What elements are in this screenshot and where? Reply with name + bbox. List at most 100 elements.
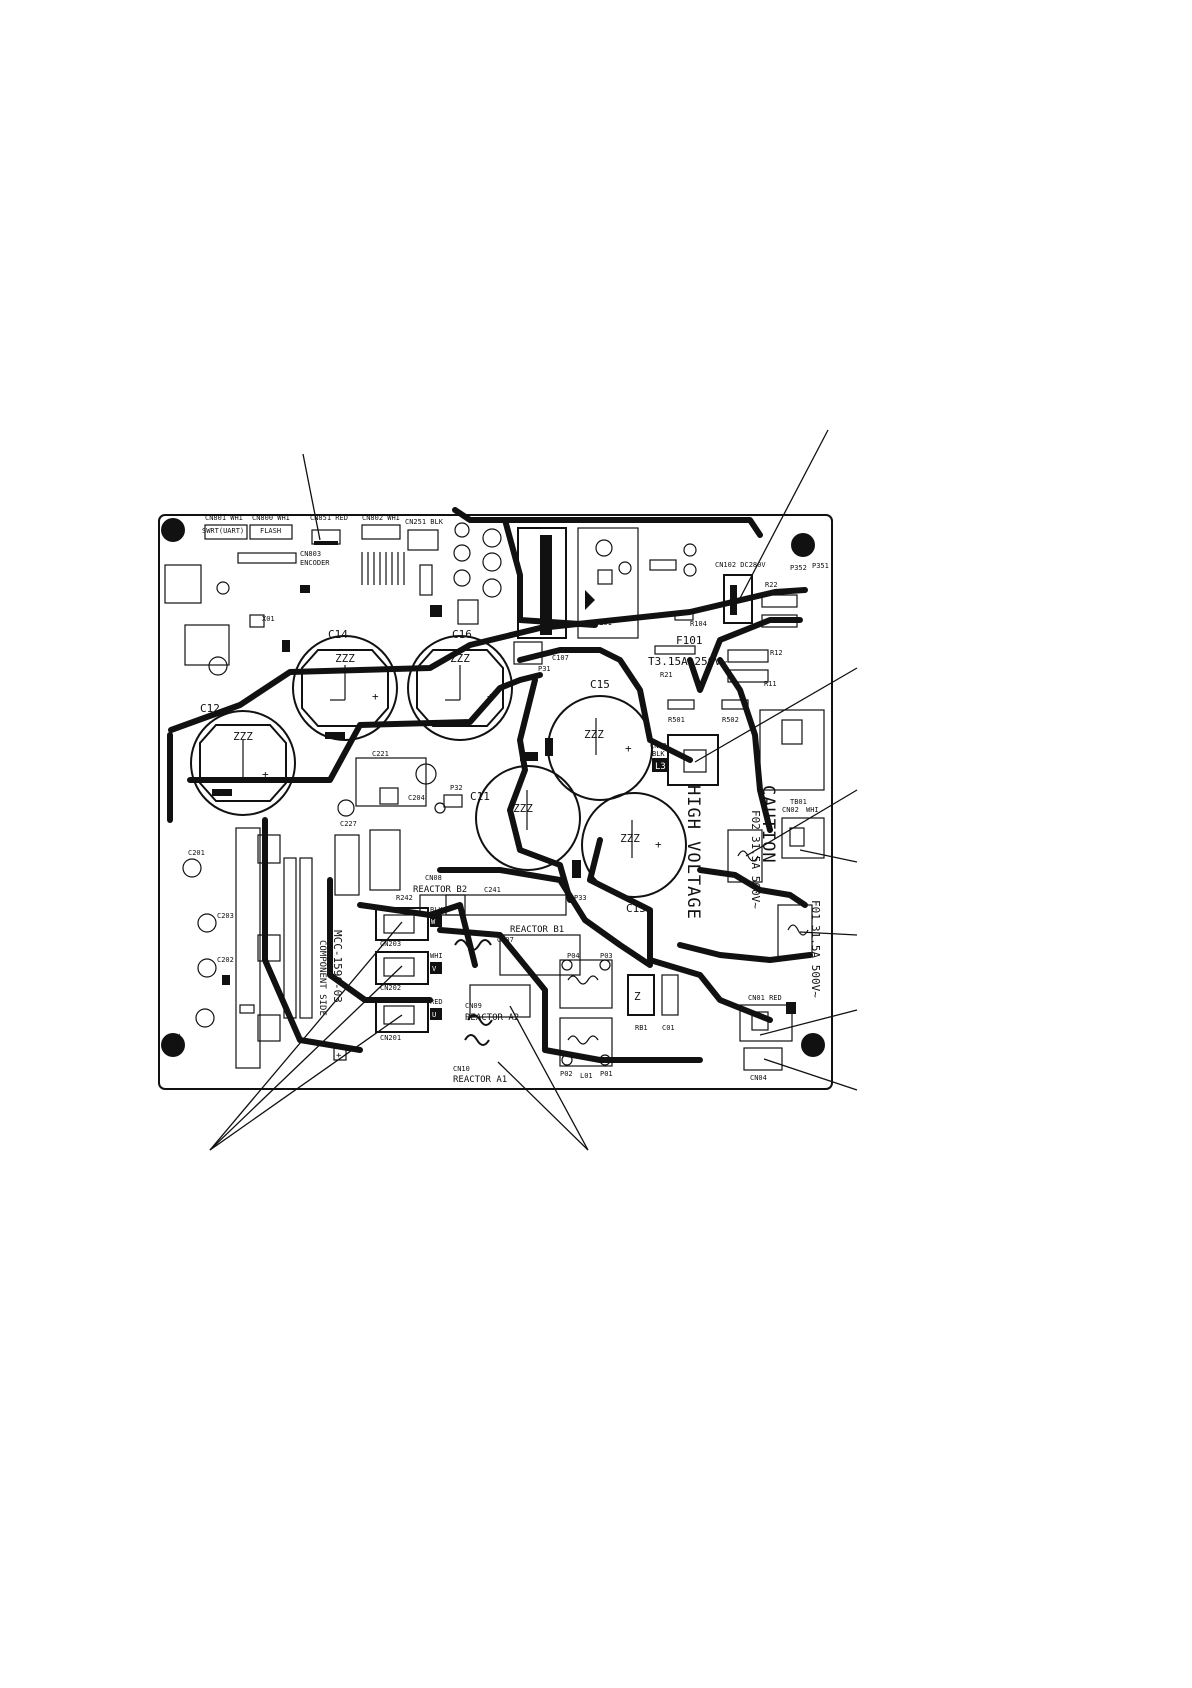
svg-text:REACTOR B1: REACTOR B1 bbox=[510, 925, 564, 935]
svg-text:FLASH: FLASH bbox=[260, 527, 281, 535]
capacitor-pads bbox=[212, 732, 581, 878]
connector-cn01: CN01 RED bbox=[739, 994, 796, 1042]
svg-text:TB01: TB01 bbox=[790, 798, 807, 806]
svg-text:CN10: CN10 bbox=[453, 1065, 470, 1073]
svg-text:P01: P01 bbox=[600, 1070, 613, 1078]
svg-text:P33: P33 bbox=[574, 894, 587, 902]
motor-connector-cn203: W BLK CN203 bbox=[375, 906, 443, 948]
svg-text:WHI: WHI bbox=[806, 806, 819, 814]
reactor-a2: REACTOR A2 CN09 bbox=[465, 984, 531, 1023]
svg-text:CN801 WHI: CN801 WHI bbox=[205, 514, 243, 522]
motor-connector-cn202: V WHI CN202 bbox=[375, 951, 443, 992]
reactor-b2: REACTOR B2 CN08 bbox=[413, 874, 467, 916]
svg-text:C227: C227 bbox=[340, 820, 357, 828]
label-c11: C11 bbox=[470, 790, 490, 803]
svg-text:+: + bbox=[372, 690, 379, 703]
svg-text:U: U bbox=[432, 1011, 436, 1019]
connector-cn04: CN04 bbox=[743, 1047, 783, 1082]
svg-text:R104: R104 bbox=[690, 620, 707, 628]
svg-text:RED: RED bbox=[430, 998, 443, 1006]
reactor-a1: REACTOR A1 CN10 bbox=[453, 1065, 507, 1085]
svg-text:ENCODER: ENCODER bbox=[300, 559, 330, 567]
svg-text:V: V bbox=[432, 965, 437, 973]
svg-text:T3.15A 250V~: T3.15A 250V~ bbox=[648, 655, 728, 668]
svg-text:CAUTION: CAUTION bbox=[758, 785, 778, 864]
svg-text:D101: D101 bbox=[595, 619, 612, 627]
svg-text:CN07: CN07 bbox=[497, 936, 514, 944]
svg-text:F01: F01 bbox=[809, 900, 822, 920]
svg-text:P351: P351 bbox=[812, 562, 829, 570]
svg-text:F101: F101 bbox=[676, 634, 703, 647]
svg-text:31.5A 500V~: 31.5A 500V~ bbox=[809, 925, 822, 998]
svg-text:REACTOR A1: REACTOR A1 bbox=[453, 1075, 507, 1085]
reactor-b1: REACTOR B1 CN07 bbox=[497, 925, 581, 976]
svg-text:MCC-1596-03: MCC-1596-03 bbox=[331, 930, 344, 1003]
svg-text:RB1: RB1 bbox=[635, 1024, 648, 1032]
svg-text:+: + bbox=[625, 742, 632, 755]
fuse-f01: F01 31.5A 500V~ bbox=[777, 900, 822, 998]
label-c12: C12 bbox=[200, 702, 220, 715]
svg-text:P32: P32 bbox=[450, 784, 463, 792]
svg-text:Z: Z bbox=[634, 990, 641, 1003]
svg-text:C204: C204 bbox=[408, 794, 425, 802]
svg-text:BLK: BLK bbox=[430, 906, 443, 914]
svg-text:+: + bbox=[655, 838, 662, 851]
svg-text:CN03: CN03 bbox=[650, 742, 667, 750]
label-c16: C16 bbox=[452, 628, 472, 641]
svg-text:C01: C01 bbox=[662, 1024, 675, 1032]
svg-text:R11: R11 bbox=[764, 680, 777, 688]
svg-text:CN202: CN202 bbox=[380, 984, 401, 992]
capacitor-c12: ZZZ + C12 bbox=[190, 702, 296, 816]
svg-text:WHI: WHI bbox=[430, 952, 443, 960]
svg-text:C201: C201 bbox=[188, 849, 205, 857]
svg-text:P04: P04 bbox=[567, 952, 580, 960]
svg-text:+: + bbox=[336, 1051, 342, 1061]
coils bbox=[454, 939, 493, 1046]
svg-text:HIGH VOLTAGE: HIGH VOLTAGE bbox=[683, 785, 703, 920]
svg-text:L01: L01 bbox=[580, 1072, 593, 1080]
svg-text:P03: P03 bbox=[600, 952, 613, 960]
svg-text:R502: R502 bbox=[722, 716, 739, 724]
svg-text:BLK: BLK bbox=[652, 750, 665, 758]
svg-text:CN800 WHI: CN800 WHI bbox=[252, 514, 290, 522]
svg-text:P31: P31 bbox=[538, 665, 551, 673]
svg-text:ZZZ: ZZZ bbox=[335, 652, 355, 665]
svg-text:C221: C221 bbox=[372, 750, 389, 758]
copper-traces bbox=[167, 507, 813, 1063]
svg-text:C241: C241 bbox=[484, 886, 501, 894]
svg-text:ZZZ: ZZZ bbox=[233, 730, 253, 743]
small-parts-top-left: X01 bbox=[164, 522, 502, 676]
label-c15: C15 bbox=[590, 678, 610, 691]
svg-text:31.5A 500V~: 31.5A 500V~ bbox=[749, 836, 762, 909]
svg-text:C202: C202 bbox=[217, 956, 234, 964]
svg-text:REACTOR B2: REACTOR B2 bbox=[413, 885, 467, 895]
connector-cn02: CN02 WHI bbox=[781, 806, 825, 859]
svg-text:P352: P352 bbox=[790, 564, 807, 572]
svg-text:CN251 BLK: CN251 BLK bbox=[405, 518, 444, 526]
label-c13: C13 bbox=[626, 902, 646, 915]
svg-text:CN203: CN203 bbox=[380, 940, 401, 948]
svg-text:C107: C107 bbox=[552, 654, 569, 662]
svg-text:D501: D501 bbox=[174, 1033, 182, 1050]
capacitor-c15: ZZZ + C15 bbox=[547, 678, 653, 801]
svg-text:SWRT(UART): SWRT(UART) bbox=[202, 527, 244, 535]
mounting-holes bbox=[161, 518, 825, 1057]
bridge-area: P04 P03 P02 P01 L01 Z RB1 C01 bbox=[559, 952, 679, 1080]
motor-connector-cn201: U RED CN201 bbox=[375, 998, 443, 1042]
svg-text:F02: F02 bbox=[749, 810, 762, 830]
svg-text:R501: R501 bbox=[668, 716, 685, 724]
svg-text:CN09: CN09 bbox=[465, 1002, 482, 1010]
svg-text:CN802 WHI: CN802 WHI bbox=[362, 514, 400, 522]
warning-text: HIGH VOLTAGE CAUTION bbox=[683, 785, 778, 920]
svg-text:+: + bbox=[515, 838, 522, 851]
svg-text:ZZZ: ZZZ bbox=[450, 652, 470, 665]
svg-text:CN01 RED: CN01 RED bbox=[748, 994, 782, 1002]
svg-text:CN803: CN803 bbox=[300, 550, 321, 558]
svg-text:ZZZ: ZZZ bbox=[513, 802, 533, 815]
capacitor-c13: ZZZ + C13 bbox=[581, 792, 687, 915]
svg-text:R12: R12 bbox=[770, 649, 783, 657]
label-r242: R242 bbox=[396, 894, 413, 902]
top-connectors: CN801 WHI SWRT(UART) CN800 WHI FLASH CN8… bbox=[202, 514, 444, 596]
svg-text:CN08: CN08 bbox=[425, 874, 442, 882]
